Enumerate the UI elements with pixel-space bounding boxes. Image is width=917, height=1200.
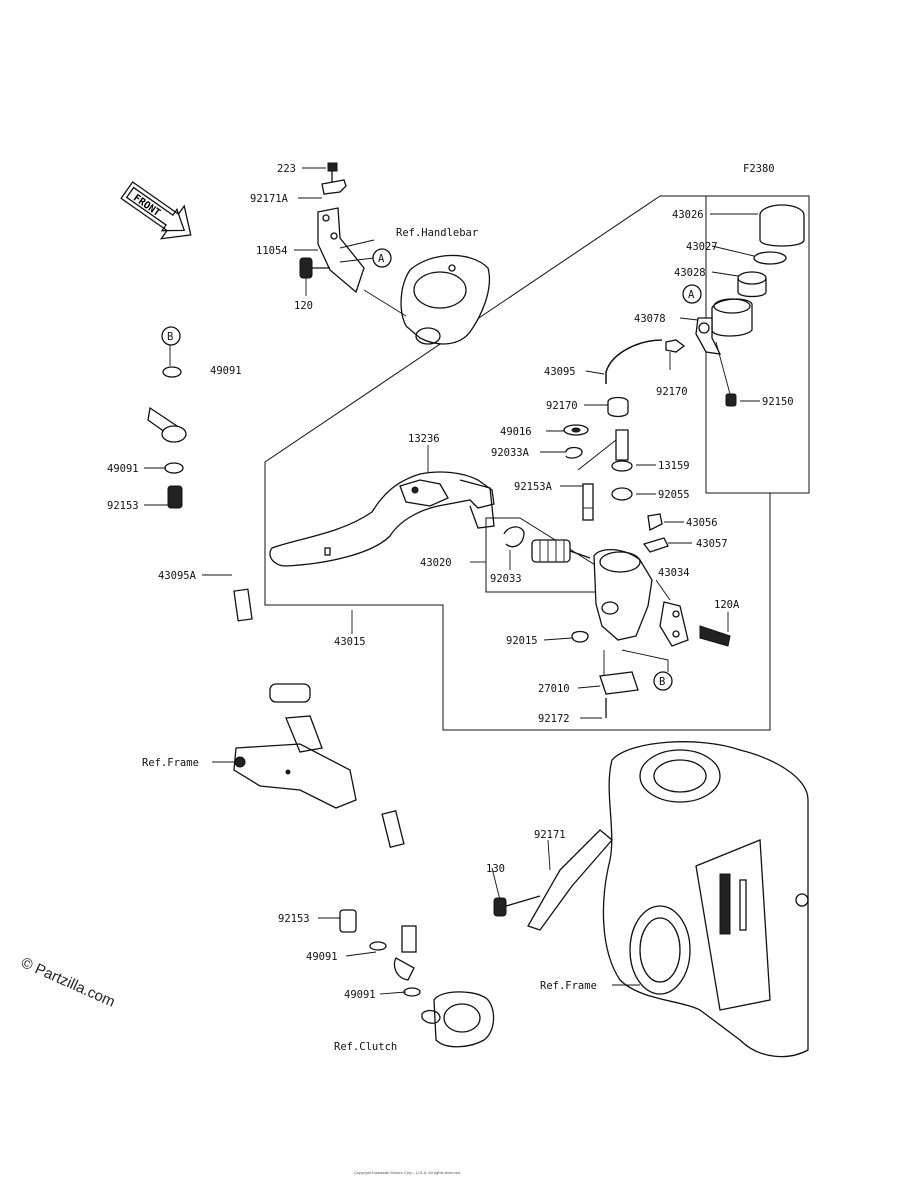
bracket-assembly — [299, 162, 365, 294]
part-label-92171: 92171 — [534, 829, 566, 841]
ref-clutch-label: Ref.Clutch — [334, 1041, 397, 1053]
master-cylinder — [571, 549, 731, 718]
part-label-92015: 92015 — [506, 635, 538, 647]
ref-handlebar-label: Ref.Handlebar — [396, 227, 478, 239]
part-label-43026: 43026 — [672, 209, 704, 221]
part-label-92170-right: 92170 — [656, 386, 688, 398]
part-label-120: 120 — [294, 300, 313, 312]
part-label-92153-bottom: 92153 — [278, 913, 310, 925]
callout-a-right: A — [688, 289, 695, 301]
part-label-130: 130 — [486, 863, 505, 875]
frame-section — [493, 741, 809, 1058]
part-label-43057: 43057 — [696, 538, 728, 550]
part-label-13159: 13159 — [658, 460, 690, 472]
part-label-43095a: 43095A — [158, 570, 197, 582]
small-parts-column — [563, 396, 669, 553]
part-label-92153a: 92153A — [514, 481, 553, 493]
clutch-lever — [269, 471, 495, 567]
footer-copyright: Copyright Kawasaki Motors Corp., U.S.A. … — [354, 1170, 461, 1175]
part-label-92055: 92055 — [658, 489, 690, 501]
part-label-13236: 13236 — [408, 433, 440, 445]
reservoir-assembly — [665, 204, 805, 407]
diagram-code: F2380 — [743, 163, 775, 175]
callout-b-right: B — [659, 676, 665, 688]
part-label-43020: 43020 — [420, 557, 452, 569]
part-label-11054: 11054 — [256, 245, 288, 257]
part-label-43015: 43015 — [334, 636, 366, 648]
part-label-92171a: 92171A — [250, 193, 289, 205]
part-label-92033a: 92033A — [491, 447, 530, 459]
front-arrow-icon: FRONT — [120, 181, 192, 240]
part-label-92033: 92033 — [490, 573, 522, 585]
callouts: A A B B — [161, 248, 702, 691]
clutch-slave — [339, 909, 495, 1048]
callout-a-left: A — [378, 253, 385, 265]
part-label-49016: 49016 — [500, 426, 532, 438]
part-label-223: 223 — [277, 163, 296, 175]
part-label-92153-left: 92153 — [107, 500, 139, 512]
frame-bracket — [233, 715, 357, 809]
part-label-49091-top: 49091 — [210, 365, 242, 377]
callout-b-left: B — [167, 331, 173, 343]
part-label-120a: 120A — [714, 599, 740, 611]
part-label-43078: 43078 — [634, 313, 666, 325]
part-label-49091-bottom-2: 49091 — [344, 989, 376, 1001]
piston-assembly — [503, 526, 591, 563]
part-label-92172: 92172 — [538, 713, 570, 725]
part-label-43056: 43056 — [686, 517, 718, 529]
part-label-43034: 43034 — [658, 567, 690, 579]
handlebar-housing — [400, 254, 490, 345]
part-label-43028: 43028 — [674, 267, 706, 279]
part-label-43095: 43095 — [544, 366, 576, 378]
part-label-49091-bottom-1: 49091 — [306, 951, 338, 963]
part-label-92170-left: 92170 — [546, 400, 578, 412]
reservoir-hose — [605, 339, 663, 384]
reference-labels: Ref.Handlebar Ref.Frame Ref.Frame Ref.Cl… — [142, 227, 597, 1053]
watermark-text: © Partzilla.com — [18, 954, 117, 1011]
leader-lines — [144, 167, 760, 995]
part-label-43027: 43027 — [686, 241, 718, 253]
clutch-hose — [123, 366, 417, 981]
part-labels: 223 92171A 11054 120 49091 49091 92153 4… — [107, 163, 794, 1001]
part-label-49091-left: 49091 — [107, 463, 139, 475]
ref-frame-top-label: Ref.Frame — [142, 757, 199, 769]
part-label-92150: 92150 — [762, 396, 794, 408]
part-label-27010: 27010 — [538, 683, 570, 695]
ref-frame-bottom-label: Ref.Frame — [540, 980, 597, 992]
